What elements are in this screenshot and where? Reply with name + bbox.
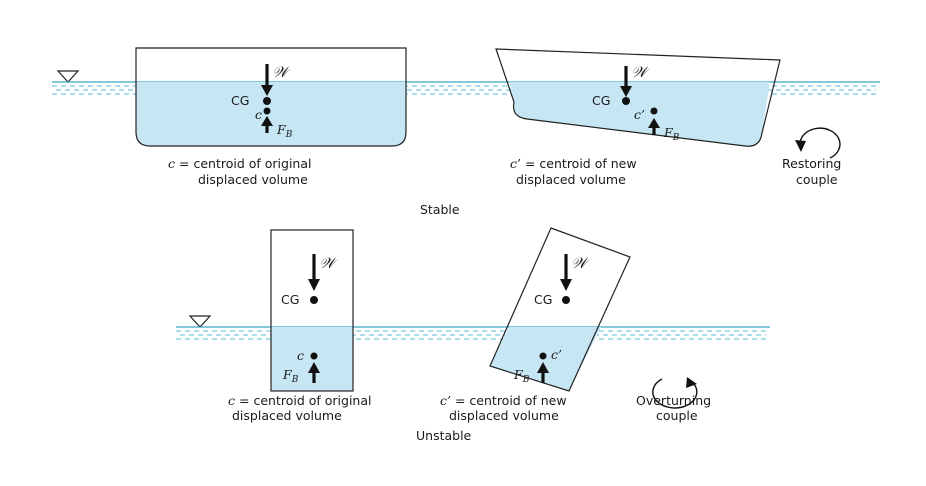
buoyancy-arrowhead-column xyxy=(308,362,320,373)
weight-arrowhead-tilted xyxy=(620,86,632,97)
restoring-couple-line2: couple xyxy=(796,172,838,187)
buoyancy-arrowhead xyxy=(261,116,273,126)
cg-label-tilted: CG xyxy=(592,93,610,108)
buoyancy-symbol-column: FB xyxy=(282,367,299,385)
buoyancy-symbol-tilted-column: FB xyxy=(513,367,530,385)
cg-label-tilted-column: CG xyxy=(534,292,552,307)
cg-label: CG xyxy=(231,93,249,108)
weight-arrowhead-column xyxy=(308,279,320,291)
unstable-section-label: Unstable xyxy=(416,428,472,443)
buoyancy-arrowhead-tilted-column xyxy=(537,362,549,373)
counterclockwise-arrow-icon xyxy=(652,377,698,409)
weight-symbol-tilted-column: 𝒲 xyxy=(571,254,590,272)
buoyancy-symbol: FB xyxy=(276,122,293,140)
stable-left-caption-line1: c= centroid of original xyxy=(168,156,312,171)
cg-point-tilted xyxy=(622,97,630,105)
unstable-upright-column xyxy=(270,229,354,392)
new-centroid-point xyxy=(650,107,658,115)
new-centroid-label-column: c’ xyxy=(551,347,562,362)
clockwise-arrow-icon xyxy=(795,127,841,159)
unstable-left-caption-line2: displaced volume xyxy=(232,408,342,423)
unstable-water-surface xyxy=(176,326,770,340)
weight-arrowhead-tilted-column xyxy=(560,279,572,291)
stable-right-caption-line1: c’= centroid of new xyxy=(510,156,637,171)
cg-point xyxy=(263,97,271,105)
stable-right-caption-line2: displaced volume xyxy=(516,172,626,187)
unstable-section: 𝒲 CG c FB 𝒲 CG c’ FB c= centroid of orig… xyxy=(176,227,770,443)
overturning-couple-line2: couple xyxy=(656,408,698,423)
new-centroid-point-column xyxy=(539,352,547,360)
cg-label-column: CG xyxy=(281,292,299,307)
centroid-label-column: c xyxy=(297,348,304,363)
buoyancy-symbol-tilted: FB xyxy=(663,125,680,143)
stable-section-label: Stable xyxy=(420,202,460,217)
overturning-couple-line1: Overturning xyxy=(636,393,711,408)
free-surface-triangle-icon xyxy=(56,70,80,83)
centroid-label: c xyxy=(255,107,262,122)
unstable-right-caption-line1: c’= centroid of new xyxy=(440,393,567,408)
weight-arrowhead xyxy=(261,85,273,96)
stable-tilted-hull xyxy=(495,48,781,147)
unstable-right-caption-line2: displaced volume xyxy=(449,408,559,423)
weight-symbol-tilted: 𝒲 xyxy=(631,63,650,81)
cg-point-column xyxy=(310,296,318,304)
centroid-point-column xyxy=(310,352,318,360)
free-surface-triangle-icon-2 xyxy=(188,315,212,328)
centroid-point xyxy=(263,107,271,115)
buoyancy-arrowhead-tilted xyxy=(648,118,660,128)
stable-upright-hull xyxy=(135,47,407,147)
stable-left-caption-line2: displaced volume xyxy=(198,172,308,187)
new-centroid-label: c’ xyxy=(634,107,645,122)
weight-symbol-column: 𝒲 xyxy=(319,254,338,272)
cg-point-tilted-column xyxy=(562,296,570,304)
unstable-left-caption-line1: c= centroid of original xyxy=(228,393,372,408)
unstable-tilted-column xyxy=(489,227,631,392)
weight-symbol: 𝒲 xyxy=(272,63,291,81)
stable-section: 𝒲 CG c FB 𝒲 CG c’ FB c= centroid of orig… xyxy=(52,47,880,217)
restoring-couple-line1: Restoring xyxy=(782,156,841,171)
